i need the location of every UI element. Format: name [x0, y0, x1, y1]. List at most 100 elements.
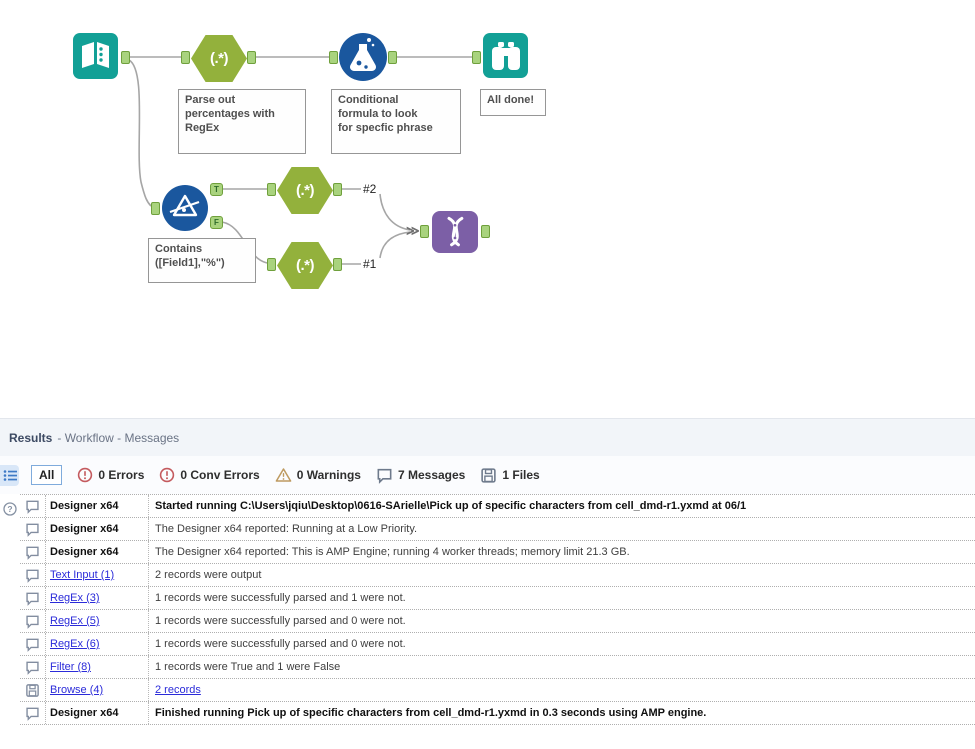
- annotation-filter[interactable]: Contains ([Field1],"%"): [148, 238, 256, 283]
- message-text: 1 records were successfully parsed and 0…: [155, 638, 406, 650]
- tool-link[interactable]: RegEx (6): [50, 638, 100, 650]
- annotation-browse[interactable]: All done!: [480, 89, 546, 116]
- message-text: 1 records were True and 1 were False: [155, 661, 341, 673]
- tool-link[interactable]: Browse (4): [50, 684, 104, 696]
- message-text-cell: 1 records were successfully parsed and 0…: [149, 633, 975, 655]
- message-list-toggle-button[interactable]: [0, 464, 19, 486]
- message-source: Filter (8): [46, 656, 149, 678]
- file-icon: [20, 679, 46, 701]
- message-source: RegEx (5): [46, 610, 149, 632]
- union-input-anchor[interactable]: [420, 225, 429, 238]
- tool-link[interactable]: RegEx (5): [50, 615, 100, 627]
- annotation-regex-parse[interactable]: Parse out percentages with RegEx: [178, 89, 306, 154]
- message-source: Text Input (1): [46, 564, 149, 586]
- message-text-cell: Finished running Pick up of specific cha…: [149, 702, 975, 724]
- files-filter[interactable]: 1 Files: [480, 467, 540, 484]
- message-text: Started running C:\Users\jqiu\Desktop\06…: [155, 500, 747, 512]
- regex6-output-anchor[interactable]: [333, 258, 342, 271]
- message-source: RegEx (3): [46, 587, 149, 609]
- tool-link[interactable]: Filter (8): [50, 661, 91, 673]
- save-icon: [481, 467, 497, 483]
- text-input-tool[interactable]: [73, 33, 118, 79]
- regex6-input-anchor[interactable]: [267, 258, 276, 271]
- regex5-output-anchor[interactable]: [333, 183, 342, 196]
- message-text-cell: 2 records: [149, 679, 975, 701]
- source-label: Designer x64: [50, 523, 119, 535]
- results-panel: Results - Workflow - Messages All 0 Erro…: [0, 418, 975, 749]
- message-text-cell: 1 records were successfully parsed and 0…: [149, 610, 975, 632]
- results-toolbar: All 0 Errors 0 Conv Errors 0 Wa: [0, 456, 975, 494]
- text-input-book-icon: [82, 42, 109, 68]
- message-text-cell: Started running C:\Users\jqiu\Desktop\06…: [149, 495, 975, 517]
- filter-true-anchor[interactable]: T: [210, 183, 223, 196]
- union-helix-icon: [447, 216, 464, 247]
- records-link[interactable]: 2 records: [155, 684, 201, 696]
- message-icon: [20, 610, 46, 632]
- table-row: Filter (8) 1 records were True and 1 were…: [20, 656, 975, 679]
- help-icon[interactable]: ?: [3, 502, 17, 521]
- filter-false-anchor[interactable]: F: [210, 216, 223, 229]
- message-text-cell: 1 records were True and 1 were False: [149, 656, 975, 678]
- filter-input-anchor[interactable]: [151, 202, 160, 215]
- message-icon: [20, 702, 46, 724]
- regex3-input-anchor[interactable]: [181, 51, 190, 64]
- message-icon: [20, 656, 46, 678]
- table-row: RegEx (3) 1 records were successfully par…: [20, 587, 975, 610]
- conv-errors-count-label: 0 Conv Errors: [180, 468, 260, 482]
- errors-filter[interactable]: 0 Errors: [77, 467, 144, 483]
- message-text-cell: 2 records were output: [149, 564, 975, 586]
- message-icon: [20, 587, 46, 609]
- table-row: Designer x64 The Designer x64 reported: T…: [20, 541, 975, 564]
- messages-count-label: 7 Messages: [397, 468, 466, 482]
- message-text: Finished running Pick up of specific cha…: [155, 707, 707, 719]
- message-icon: [20, 518, 46, 540]
- message-icon: [20, 564, 46, 586]
- browse-input-anchor[interactable]: [472, 51, 481, 64]
- filter-funnel-icon: [169, 194, 200, 217]
- message-source: Designer x64: [46, 495, 149, 517]
- formula-output-anchor[interactable]: [388, 51, 397, 64]
- union-output-anchor[interactable]: [481, 225, 490, 238]
- message-text: 1 records were successfully parsed and 1…: [155, 592, 406, 604]
- results-subtitle: - Workflow - Messages: [57, 430, 180, 445]
- browse-binoculars-icon: [491, 41, 520, 70]
- browse-tool[interactable]: [483, 33, 528, 78]
- workflow-canvas[interactable]: (.*) T: [0, 0, 975, 418]
- table-row: Designer x64 The Designer x64 reported: R…: [20, 518, 975, 541]
- message-text-cell: The Designer x64 reported: This is AMP E…: [149, 541, 975, 563]
- true-anchor-label: T: [214, 185, 219, 194]
- false-anchor-label: F: [214, 218, 219, 227]
- regex5-input-anchor[interactable]: [267, 183, 276, 196]
- message-icon: [20, 541, 46, 563]
- text-input-output-anchor[interactable]: [121, 51, 130, 64]
- message-text-cell: The Designer x64 reported: Running at a …: [149, 518, 975, 540]
- formula-input-anchor[interactable]: [329, 51, 338, 64]
- message-source: Designer x64: [46, 518, 149, 540]
- list-icon: [3, 469, 17, 481]
- message-source: Browse (4): [46, 679, 149, 701]
- filter-tool[interactable]: [162, 185, 208, 231]
- table-row: Browse (4) 2 records: [20, 679, 975, 702]
- table-row: Designer x64 Finished running Pick up of …: [20, 702, 975, 725]
- conv-errors-filter[interactable]: 0 Conv Errors: [159, 467, 260, 483]
- union-tool[interactable]: [432, 211, 478, 253]
- message-text: 2 records were output: [155, 569, 262, 581]
- source-label: Designer x64: [50, 546, 119, 558]
- warnings-filter[interactable]: 0 Warnings: [275, 467, 361, 483]
- formula-tool[interactable]: [339, 33, 387, 81]
- warnings-count-label: 0 Warnings: [296, 468, 361, 482]
- message-source: Designer x64: [46, 702, 149, 724]
- regex3-output-anchor[interactable]: [247, 51, 256, 64]
- annotation-formula[interactable]: Conditional formula to look for specfic …: [331, 89, 461, 154]
- results-title: Results: [9, 430, 53, 445]
- files-count-label: 1 Files: [502, 468, 540, 482]
- regex-glyph: (.*): [296, 182, 315, 199]
- tool-link[interactable]: RegEx (3): [50, 592, 100, 604]
- table-row: RegEx (5) 1 records were successfully par…: [20, 610, 975, 633]
- tool-link[interactable]: Text Input (1): [50, 569, 115, 581]
- connection-label-1: #1: [363, 257, 377, 271]
- filter-all-button[interactable]: All: [31, 465, 63, 485]
- messages-filter[interactable]: 7 Messages: [376, 467, 465, 484]
- source-label: Designer x64: [50, 500, 119, 512]
- svg-text:?: ?: [7, 504, 12, 514]
